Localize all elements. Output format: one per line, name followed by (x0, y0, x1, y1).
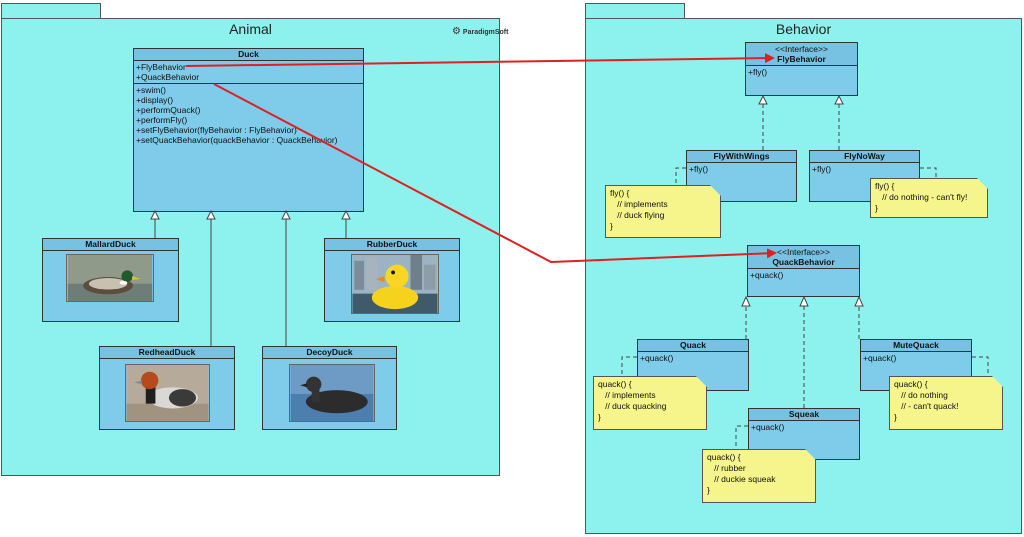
note-line: // duck quacking (598, 401, 667, 411)
note-line: // - can't quack! (894, 401, 959, 411)
redhead-duck-name: RedheadDuck (100, 347, 234, 359)
paradigm-logo: ⚙ ParadigmSoft (452, 26, 508, 37)
note-line: // duckie squeak (707, 474, 776, 484)
squeak-op-quack[interactable]: +quack() (751, 422, 785, 432)
note-line: fly() { (610, 188, 630, 198)
fly-behavior-stereotype: <<Interface>> (775, 44, 828, 54)
note-anchor-quack (621, 356, 637, 376)
animal-package-title: Animal (229, 21, 272, 37)
mallard-duck-class[interactable]: MallardDuck (42, 238, 179, 322)
fly-behavior-operations: +fly() (746, 66, 857, 78)
note-line: // do nothing (894, 390, 948, 400)
quack-behavior-name: QuackBehavior (772, 257, 835, 267)
note-line: // implements (598, 390, 656, 400)
rubber-duck-image (351, 254, 439, 314)
note-line: fly() { (875, 181, 895, 191)
note-anchor-mute-quack (972, 356, 989, 376)
squeak-name: Squeak (749, 409, 859, 421)
fly-no-way-note[interactable]: fly() { // do nothing - can't fly! } (870, 178, 988, 218)
association-quack-behavior (213, 83, 777, 264)
note-line: // rubber (707, 463, 746, 473)
fly-behavior-name: FlyBehavior (777, 54, 826, 64)
generalization-arrowhead (206, 209, 216, 220)
note-line: quack() { (598, 379, 632, 389)
realization-arrowhead (854, 295, 864, 307)
duck-op-set-quack[interactable]: +setQuackBehavior(quackBehavior : QuackB… (136, 135, 338, 145)
mute-quack-op-quack[interactable]: +quack() (863, 353, 897, 363)
mute-quack-note[interactable]: quack() { // do nothing // - can't quack… (889, 376, 1003, 430)
note-line: // duck flying (610, 210, 665, 220)
fly-with-wings-op-fly[interactable]: +fly() (689, 164, 709, 174)
note-line: } (894, 412, 897, 422)
rubber-duck-name: RubberDuck (325, 239, 459, 251)
realization-arrowhead (741, 295, 751, 307)
note-line: } (707, 485, 710, 495)
note-anchor-fly-no-way (920, 167, 937, 178)
quack-operations: +quack() (638, 352, 748, 364)
note-line: quack() { (894, 379, 928, 389)
note-line: } (875, 203, 878, 213)
gear-icon: ⚙ (452, 26, 461, 37)
realization-arrowhead (758, 94, 768, 105)
duck-class[interactable]: Duck +FlyBehavior +QuackBehavior +swim()… (133, 48, 364, 212)
note-line: // do nothing - can't fly! (875, 192, 968, 202)
generalization-arrowhead (150, 209, 160, 220)
duck-op-swim[interactable]: +swim() (136, 85, 166, 95)
generalization-arrowhead (341, 209, 351, 220)
fly-behavior-op-fly[interactable]: +fly() (748, 67, 768, 77)
association-fly-behavior (185, 53, 775, 67)
duck-op-perform-fly[interactable]: +performFly() (136, 115, 188, 125)
decoy-duck-image (289, 364, 375, 422)
quack-behavior-stereotype: <<Interface>> (777, 247, 830, 257)
fly-no-way-name: FlyNoWay (810, 151, 919, 163)
logo-text: ParadigmSoft (462, 29, 509, 36)
fly-no-way-op-fly[interactable]: +fly() (812, 164, 832, 174)
mallard-duck-name: MallardDuck (43, 239, 178, 251)
note-anchor-fly-with-wings (675, 167, 686, 185)
note-line: quack() { (707, 452, 741, 462)
squeak-note[interactable]: quack() { // rubber // duckie squeak } (702, 449, 816, 503)
mute-quack-name: MuteQuack (861, 340, 971, 352)
redhead-duck-image (125, 364, 210, 422)
fly-with-wings-note[interactable]: fly() { // implements // duck flying } (605, 185, 721, 238)
fly-with-wings-name: FlyWithWings (687, 151, 796, 163)
note-line: } (610, 221, 613, 231)
note-line: // implements (610, 199, 668, 209)
fly-no-way-operations: +fly() (810, 163, 919, 175)
duck-op-perform-quack[interactable]: +performQuack() (136, 105, 201, 115)
duck-class-name: Duck (134, 49, 363, 61)
generalization-arrowhead (281, 209, 291, 220)
mute-quack-operations: +quack() (861, 352, 971, 364)
note-anchor-squeak (735, 425, 748, 449)
quack-behavior-op-quack[interactable]: +quack() (750, 270, 784, 280)
quack-behavior-operations: +quack() (748, 269, 859, 281)
squeak-operations: +quack() (749, 421, 859, 433)
duck-op-set-fly[interactable]: +setFlyBehavior(flyBehavior : FlyBehavio… (136, 125, 297, 135)
behavior-package-title: Behavior (775, 21, 832, 37)
duck-attr-quack[interactable]: +QuackBehavior (136, 72, 200, 82)
duck-op-display[interactable]: +display() (136, 95, 174, 105)
duck-attributes: +FlyBehavior +QuackBehavior (134, 61, 363, 84)
note-line: } (598, 412, 601, 422)
duck-attr-fly[interactable]: +FlyBehavior (136, 62, 186, 72)
realization-arrowhead (799, 295, 809, 307)
quack-op-quack[interactable]: +quack() (640, 353, 674, 363)
duck-operations: +swim() +display() +performQuack() +perf… (134, 84, 363, 146)
quack-note[interactable]: quack() { // implements // duck quacking… (593, 376, 707, 430)
mallard-duck-image (66, 254, 154, 302)
fly-with-wings-operations: +fly() (687, 163, 796, 175)
quack-name: Quack (638, 340, 748, 352)
decoy-duck-name: DecoyDuck (263, 347, 396, 359)
realization-arrowhead (834, 94, 844, 105)
